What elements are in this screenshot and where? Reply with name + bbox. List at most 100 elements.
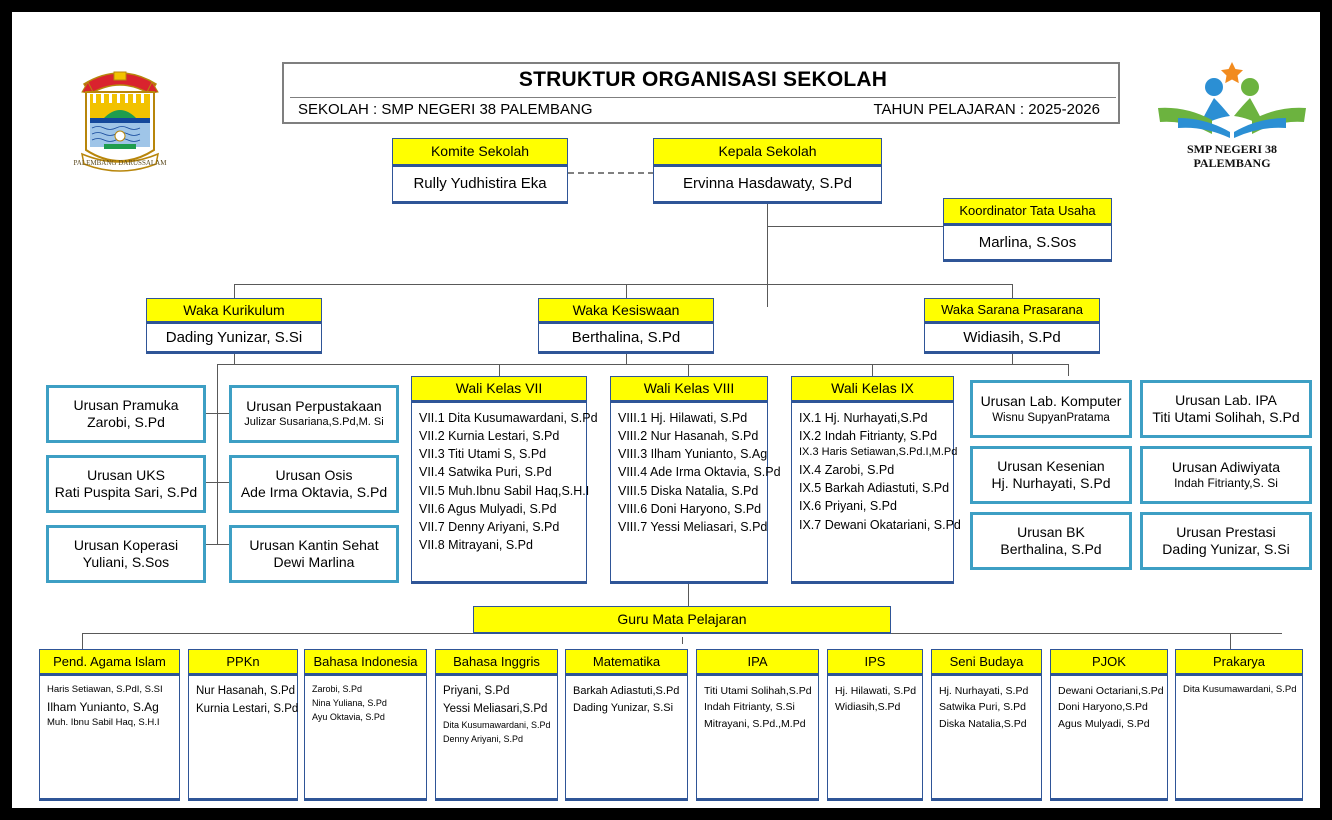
komite-sekolah-title: Komite Sekolah [392, 138, 568, 166]
connector-to-guru-bar [688, 582, 689, 606]
kepala-sekolah-name: Ervinna Hasdawaty, S.Pd [653, 166, 882, 204]
node-waka-kurikulum[interactable]: Waka Kurikulum Dading Yunizar, S.Si [146, 298, 322, 354]
list-item: VIII.5 Diska Natalia, S.Pd [618, 483, 759, 498]
connector-subject-left-drop [82, 633, 83, 649]
node-wali-kelas-viii[interactable]: Wali Kelas VIII VIII.1 Hj. Hilawati, S.P… [610, 376, 781, 584]
node-urusan-prestasi[interactable]: Urusan Prestasi Dading Yunizar, S.Si [1140, 512, 1312, 570]
org-chart-canvas: PALEMBANG DARUSSALAM SMP NEGERI 38 PALEM… [12, 12, 1320, 808]
node-urusan-lab-ipa[interactable]: Urusan Lab. IPA Titi Utami Solihah, S.Pd [1140, 380, 1312, 438]
list-item: VII.5 Muh.Ibnu Sabil Haq,S.H.I [419, 483, 590, 498]
node-subject-ipa[interactable]: IPA Titi Utami Solihah,S.Pd Indah Fitria… [696, 649, 819, 801]
urusan-kantin-name: Dewi Marlina [273, 554, 355, 570]
node-urusan-pramuka[interactable]: Urusan Pramuka Zarobi, S.Pd [46, 385, 206, 443]
list-item: IX.7 Dewani Okatariani, S.Pd [799, 517, 961, 532]
node-urusan-kesenian[interactable]: Urusan Kesenian Hj. Nurhayati, S.Pd [970, 446, 1132, 504]
urusan-koperasi-title: Urusan Koperasi [73, 536, 179, 553]
connector-urusan-row3 [202, 544, 234, 545]
wali-kelas-vii-list: VII.1 Dita Kusumawardani, S.Pd VII.2 Kur… [411, 402, 598, 584]
list-item: Dita Kusumawardani, S.Pd [1183, 684, 1297, 695]
node-urusan-koperasi[interactable]: Urusan Koperasi Yuliani, S.Sos [46, 525, 206, 583]
list-item: Nina Yuliana, S.Pd [312, 697, 387, 708]
list-item: IX.2 Indah Fitrianty, S.Pd [799, 429, 938, 444]
subject-teacher-list: Hj. Hilawati, S.Pd Widiasih,S.Pd [827, 675, 923, 801]
node-subject-matematika[interactable]: Matematika Barkah Adiastuti,S.Pd Dading … [565, 649, 688, 801]
subject-title: IPS [827, 649, 923, 675]
node-subject-pend-agama-islam[interactable]: Pend. Agama Islam Haris Setiawan, S.PdI,… [39, 649, 180, 801]
connector-wali8-drop [688, 364, 689, 376]
urusan-uks-title: Urusan UKS [87, 466, 165, 483]
guru-mata-pelajaran-bar[interactable]: Guru Mata Pelajaran [473, 606, 891, 634]
node-subject-ips[interactable]: IPS Hj. Hilawati, S.Pd Widiasih,S.Pd [827, 649, 923, 801]
connector-waka-kesiswaan-drop [626, 284, 627, 298]
node-subject-prakarya[interactable]: Prakarya Dita Kusumawardani, S.Pd [1175, 649, 1303, 801]
list-item: Agus Mulyadi, S.Pd [1058, 717, 1150, 730]
list-item: Zarobi, S.Pd [312, 684, 363, 694]
list-item: Satwika Puri, S.Pd [939, 701, 1026, 714]
list-item: VIII.4 Ade Irma Oktavia, S.Pd [618, 465, 781, 480]
list-item: Titi Utami Solihah,S.Pd [704, 685, 812, 697]
node-subject-ppkn[interactable]: PPKn Nur Hasanah, S.Pd Kurnia Lestari, S… [188, 649, 298, 801]
node-komite-sekolah[interactable]: Komite Sekolah Rully Yudhistira Eka [392, 138, 568, 204]
wali-kelas-ix-list: IX.1 Hj. Nurhayati,S.Pd IX.2 Indah Fitri… [791, 402, 961, 584]
connector-level3-bar [217, 364, 1068, 365]
waka-sarana-name: Widiasih, S.Pd [924, 323, 1100, 354]
urusan-bk-title: Urusan BK [1017, 523, 1085, 540]
node-waka-sarana-prasarana[interactable]: Waka Sarana Prasarana Widiasih, S.Pd [924, 298, 1100, 354]
node-subject-bahasa-inggris[interactable]: Bahasa Inggris Priyani, S.Pd Yessi Melia… [435, 649, 558, 801]
node-urusan-adiwiyata[interactable]: Urusan Adiwiyata Indah Fitrianty,S. Si [1140, 446, 1312, 504]
list-item: VII.7 Denny Ariyani, S.Pd [419, 519, 560, 534]
school-name-label: SEKOLAH : SMP NEGERI 38 PALEMBANG [298, 101, 593, 118]
node-kepala-sekolah[interactable]: Kepala Sekolah Ervinna Hasdawaty, S.Pd [653, 138, 882, 204]
list-item: Diska Natalia,S.Pd [939, 717, 1027, 730]
node-urusan-bk[interactable]: Urusan BK Berthalina, S.Pd [970, 512, 1132, 570]
urusan-pramuka-title: Urusan Pramuka [73, 396, 179, 413]
logo-caption: SMP NEGERI 38 PALEMBANG [1152, 142, 1312, 171]
connector-waka-kurikulum-drop [234, 284, 235, 298]
node-wali-kelas-vii[interactable]: Wali Kelas VII VII.1 Dita Kusumawardani,… [411, 376, 598, 584]
list-item: VIII.1 Hj. Hilawati, S.Pd [618, 411, 748, 425]
subject-title: Matematika [565, 649, 688, 675]
node-urusan-lab-komputer[interactable]: Urusan Lab. Komputer Wisnu SupyanPratama [970, 380, 1132, 438]
wali-kelas-viii-title: Wali Kelas VIII [610, 376, 768, 402]
node-urusan-osis[interactable]: Urusan Osis Ade Irma Oktavia, S.Pd [229, 455, 399, 513]
urusan-perpustakaan-name: Julizar Susariana,S.Pd,M. Si [244, 415, 384, 428]
node-subject-seni-budaya[interactable]: Seni Budaya Hj. Nurhayati, S.Pd Satwika … [931, 649, 1042, 801]
node-subject-bahasa-indonesia[interactable]: Bahasa Indonesia Zarobi, S.Pd Nina Yulia… [304, 649, 427, 801]
waka-kurikulum-title: Waka Kurikulum [146, 298, 322, 323]
komite-sekolah-name: Rully Yudhistira Eka [392, 166, 568, 204]
subject-title: Pend. Agama Islam [39, 649, 180, 675]
node-urusan-perpustakaan[interactable]: Urusan Perpustakaan Julizar Susariana,S.… [229, 385, 399, 443]
subject-teacher-list: Dita Kusumawardani, S.Pd [1175, 675, 1303, 801]
node-urusan-uks[interactable]: Urusan UKS Rati Puspita Sari, S.Pd [46, 455, 206, 513]
subject-teacher-list: Haris Setiawan, S.PdI, S.SI Ilham Yunian… [39, 675, 180, 801]
urusan-lab-ipa-title: Urusan Lab. IPA [1175, 391, 1277, 408]
list-item: Doni Haryono,S.Pd [1058, 701, 1148, 714]
subject-title: IPA [696, 649, 819, 675]
list-item: Indah Fitrianty, S.Si [704, 701, 795, 714]
subject-teacher-list: Dewani Octariani,S.Pd Doni Haryono,S.Pd … [1050, 675, 1168, 801]
node-urusan-kantin-sehat[interactable]: Urusan Kantin Sehat Dewi Marlina [229, 525, 399, 583]
wali-kelas-ix-title: Wali Kelas IX [791, 376, 954, 402]
urusan-prestasi-name: Dading Yunizar, S.Si [1162, 541, 1290, 557]
subject-teacher-list: Nur Hasanah, S.Pd Kurnia Lestari, S.Pd [188, 675, 298, 801]
node-subject-pjok[interactable]: PJOK Dewani Octariani,S.Pd Doni Haryono,… [1050, 649, 1168, 801]
list-item: IX.4 Zarobi, S.Pd [799, 463, 895, 478]
node-wali-kelas-ix[interactable]: Wali Kelas IX IX.1 Hj. Nurhayati,S.Pd IX… [791, 376, 961, 584]
connector-subject-right-drop [1230, 633, 1231, 649]
list-item: Ayu Oktavia, S.Pd [312, 711, 385, 722]
page-title: STRUKTUR ORGANISASI SEKOLAH [518, 68, 888, 91]
connector-wali7-drop [499, 364, 500, 376]
connector-urusan-row2 [202, 482, 234, 483]
list-item: Yessi Meliasari,S.Pd [443, 702, 548, 715]
urusan-osis-title: Urusan Osis [275, 466, 353, 483]
list-item: VII.8 Mitrayani, S.Pd [419, 537, 533, 552]
node-waka-kesiswaan[interactable]: Waka Kesiswaan Berthalina, S.Pd [538, 298, 714, 354]
node-koordinator-tata-usaha[interactable]: Koordinator Tata Usaha Marlina, S.Sos [943, 198, 1112, 262]
connector-waka-sarana-drop [1012, 284, 1013, 298]
subject-title: Bahasa Inggris [435, 649, 558, 675]
connector-urusan-spine [217, 376, 218, 544]
list-item: Dading Yunizar, S.Si [573, 702, 674, 715]
urusan-osis-name: Ade Irma Oktavia, S.Pd [240, 484, 388, 500]
urusan-adiwiyata-name: Indah Fitrianty,S. Si [1174, 476, 1278, 491]
